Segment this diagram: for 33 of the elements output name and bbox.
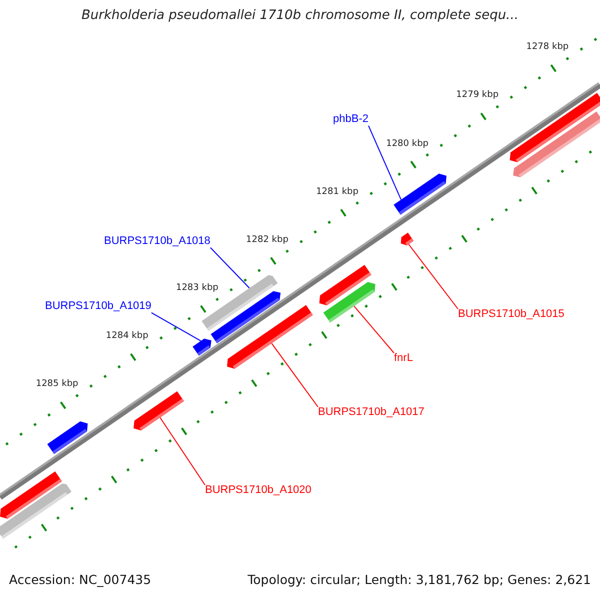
gene-label: BURPS1710b_A1020 — [205, 484, 312, 497]
gene-bar — [394, 174, 446, 215]
scale-label: 1285 kbp — [36, 379, 78, 390]
leader-line — [160, 417, 206, 486]
gene-label: BURPS1710b_A1017 — [318, 406, 424, 419]
gene-bar — [513, 112, 600, 178]
leader-line — [210, 247, 250, 289]
scale-label: 1281 kbp — [316, 186, 358, 198]
leader-line — [408, 244, 458, 310]
gene-label: phbB-2 — [333, 113, 368, 126]
gene-bar — [134, 391, 184, 431]
scale-label: 1278 kbp — [526, 42, 569, 53]
scale-label: 1279 kbp — [456, 90, 499, 101]
gene-label: fnrL — [394, 352, 413, 365]
gene-bar — [0, 484, 72, 539]
gene-bar — [227, 305, 313, 369]
leader-line — [354, 306, 394, 354]
leader-line — [368, 125, 402, 200]
scale-label: 1280 kbp — [386, 138, 429, 149]
gene-bar — [192, 338, 212, 356]
gene-label: BURPS1710b_A1015 — [458, 308, 564, 321]
gene-label: BURPS1710b_A1018 — [104, 235, 210, 248]
gene-bar — [323, 282, 376, 322]
gene-bar — [400, 232, 414, 246]
scale-label: 1284 kbp — [106, 331, 148, 342]
leader-line — [271, 342, 318, 408]
scale-label: 1282 kbp — [246, 234, 288, 246]
scale-label: 1283 kbp — [176, 283, 218, 294]
footer-note: Accession: NC_007435 — [9, 573, 152, 588]
gene-label: BURPS1710b_A1019 — [45, 300, 152, 313]
gene-bar — [47, 421, 88, 454]
footer-note: Topology: circular; Length: 3,181,762 bp; Genes: 2,621 — [248, 573, 591, 588]
diagram-title: Burkholderia pseudomallei 1710b chromosome II, complete sequ... — [80, 9, 520, 24]
